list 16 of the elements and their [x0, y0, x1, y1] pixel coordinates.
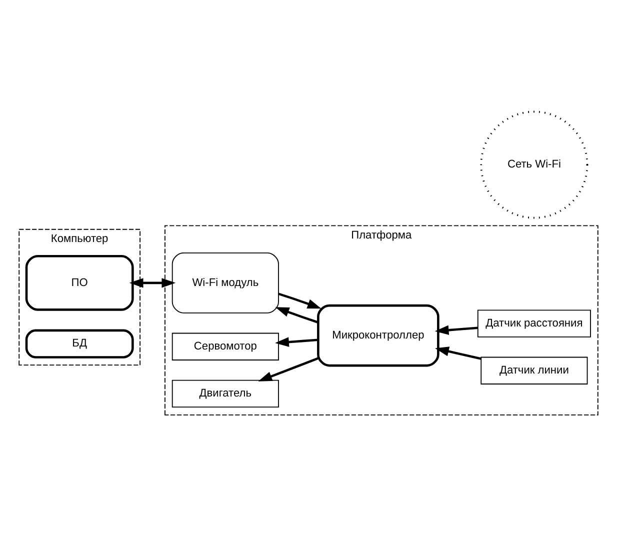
arrow	[435, 346, 482, 360]
node-box: Микроконтроллер	[317, 304, 440, 366]
node-box: Датчик расстояния	[477, 309, 591, 337]
arrow	[278, 292, 322, 308]
node-box: Двигатель	[172, 379, 279, 408]
node-box: Датчик линии	[480, 356, 588, 384]
node-box: Сервомотор	[172, 332, 279, 360]
arrow	[258, 356, 318, 381]
arrow	[129, 278, 176, 288]
arrow	[434, 324, 478, 334]
node-box: Wi-Fi модуль	[172, 252, 279, 313]
node-box: БД	[25, 328, 134, 358]
node-circle: Сеть Wi-Fi	[480, 110, 588, 218]
node-box: ПО	[25, 254, 134, 310]
arrow	[275, 306, 318, 323]
arrow	[275, 336, 318, 346]
